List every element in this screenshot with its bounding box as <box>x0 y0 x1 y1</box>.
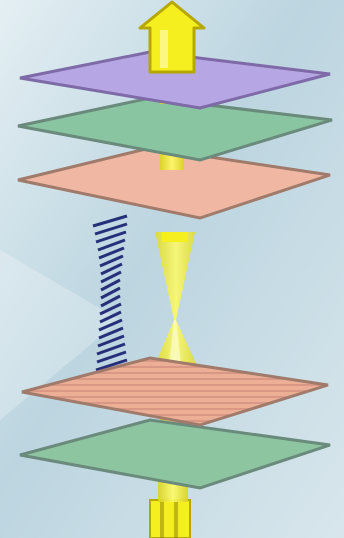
beam-segment-mid <box>162 232 188 242</box>
bottom-arrow-icon <box>150 500 190 538</box>
